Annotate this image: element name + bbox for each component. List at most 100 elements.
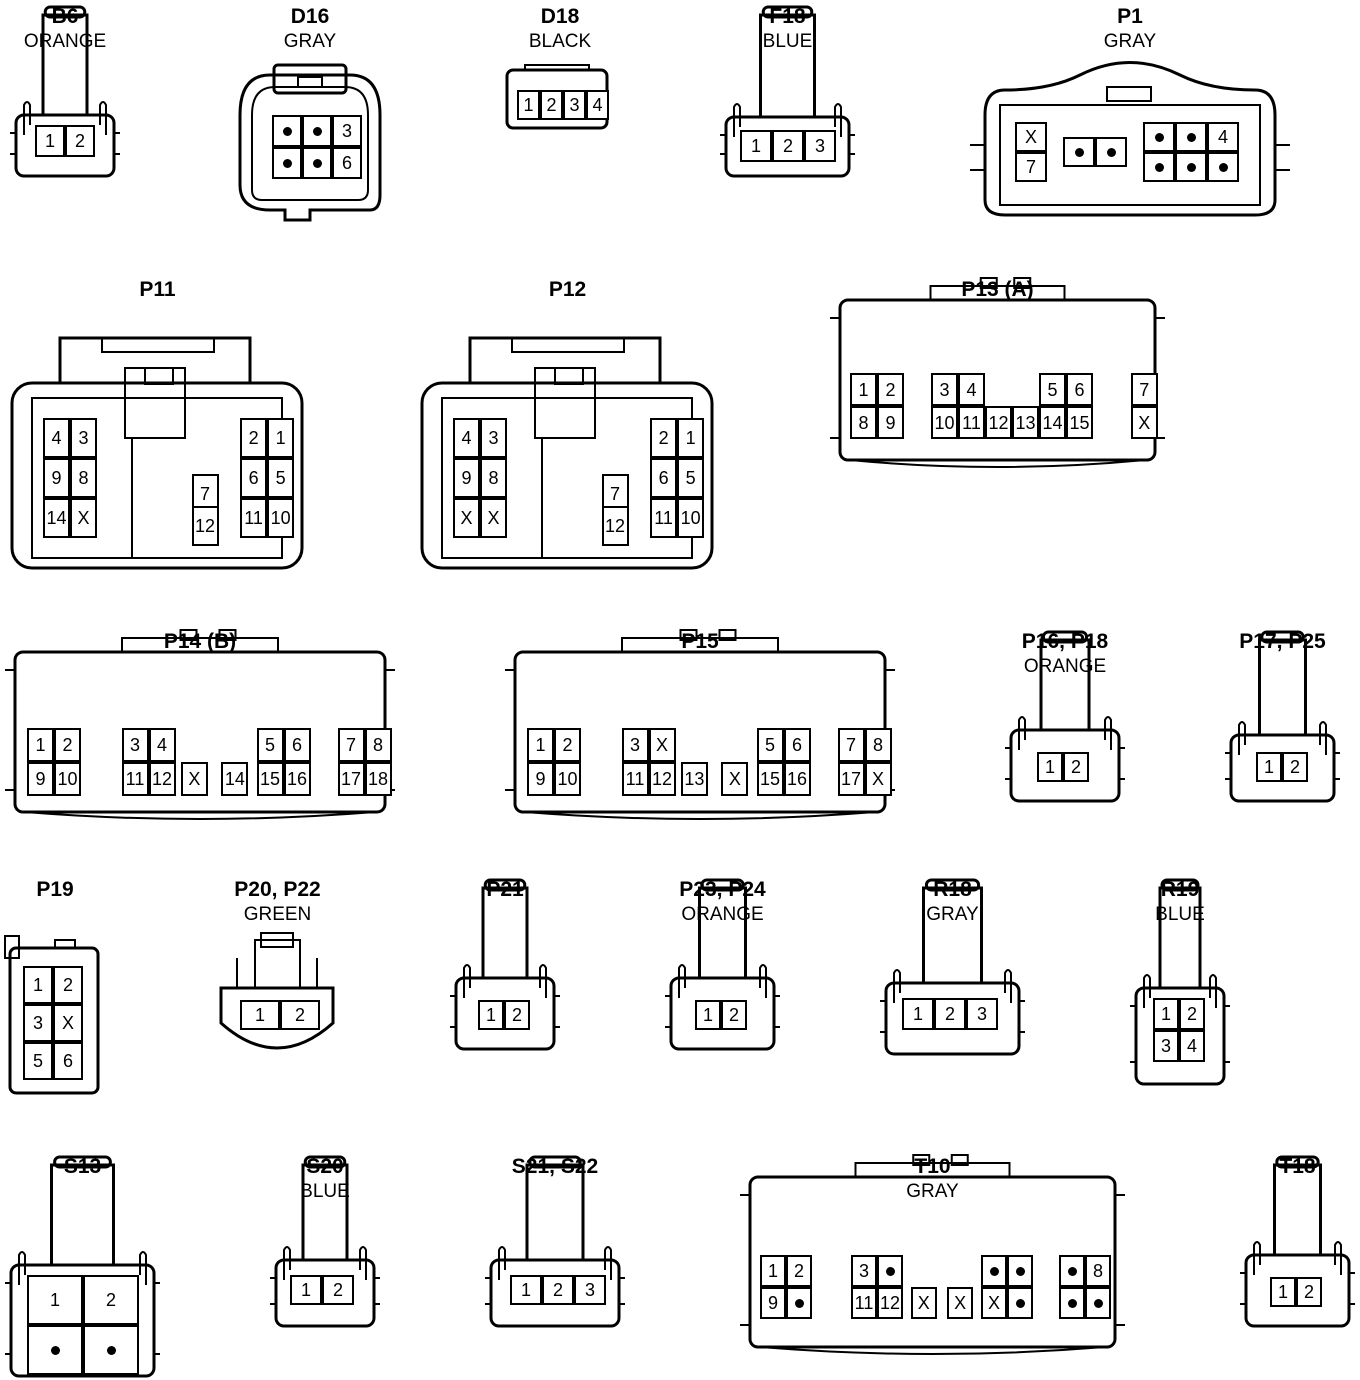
connector-name: P20, P22 — [234, 878, 321, 901]
connector-color: ORANGE — [681, 904, 764, 925]
pin-cavity: 11 — [958, 406, 985, 439]
pin-cavity: 9 — [453, 458, 480, 498]
pin-cavity: 7 — [1130, 373, 1158, 406]
connector-name: P14 (B) — [163, 630, 237, 653]
connector-color: GRAY — [906, 1181, 959, 1202]
pin-cavity: 1 — [1153, 998, 1179, 1030]
connector-color: ORANGE — [1023, 656, 1107, 677]
pin-cavity: 5 — [756, 728, 784, 762]
pin-dot-icon — [1175, 122, 1207, 152]
pin-cavity: 16 — [783, 762, 811, 796]
pin-cavity: 2 — [786, 1255, 812, 1287]
pin-dot-icon — [1007, 1255, 1033, 1287]
connector-color: BLUE — [762, 31, 813, 52]
pin-dot-icon — [272, 115, 302, 147]
connector-name: P13 (A) — [961, 278, 1034, 301]
pin-unused: X — [910, 1287, 937, 1319]
pin-cavity: 1 — [695, 1000, 721, 1030]
connector-housing — [1225, 630, 1340, 803]
connector-housing — [665, 878, 780, 1051]
pin-cavity: 9 — [877, 406, 904, 439]
connector-housing — [10, 5, 120, 178]
pin-cavity: 11 — [650, 498, 678, 538]
pin-unused: X — [453, 498, 480, 538]
pin-cavity: 16 — [283, 762, 311, 796]
pin-dot-icon — [302, 115, 332, 147]
connector-name: D18 — [540, 5, 580, 28]
pin-cavity: 15 — [756, 762, 784, 796]
pin-cavity: 1 — [23, 966, 53, 1004]
pin-cavity: 2 — [280, 1000, 320, 1030]
pin-cavity: 8 — [364, 728, 392, 762]
pin-cavity: 17 — [837, 762, 865, 796]
pin-cavity: 2 — [53, 966, 83, 1004]
pin-cavity: 1 — [902, 998, 934, 1030]
pin-dot-icon — [272, 147, 302, 179]
pin-cavity: 18 — [364, 762, 392, 796]
pin-dot-icon — [83, 1325, 139, 1375]
pin-cavity: 1 — [510, 1275, 542, 1305]
pin-cavity: 3 — [480, 418, 507, 458]
pin-cavity: 6 — [53, 1042, 83, 1080]
pin-cavity: 1 — [478, 1000, 504, 1030]
connector-housing — [5, 1155, 160, 1378]
pin-cavity: 2 — [721, 1000, 747, 1030]
pin-dot-icon — [1207, 152, 1239, 182]
connector-name: P15 — [681, 630, 719, 653]
connector-housing — [970, 61, 1290, 217]
pin-cavity: 2 — [877, 373, 904, 406]
pin-dot-icon — [1175, 152, 1207, 182]
connector-housing — [880, 878, 1025, 1056]
pin-cavity: 8 — [1085, 1255, 1111, 1287]
connector-name: P1 — [1117, 5, 1143, 28]
pin-cavity: 8 — [70, 458, 97, 498]
pin-cavity: 2 — [1282, 752, 1308, 782]
pin-cavity: 2 — [1063, 752, 1089, 782]
pin-cavity: 2 — [554, 728, 581, 762]
pin-cavity: 14 — [221, 762, 249, 796]
pin-cavity: 10 — [54, 762, 81, 796]
pin-cavity: 2 — [650, 418, 678, 458]
pin-cavity: 1 — [850, 373, 877, 406]
pin-cavity: 6 — [783, 728, 811, 762]
pin-cavity: 10 — [931, 406, 958, 439]
pin-cavity: 4 — [958, 373, 985, 406]
connector-color: GRAY — [1103, 31, 1157, 52]
pin-cavity: 12 — [877, 1287, 903, 1319]
connector-name: P11 — [139, 278, 176, 301]
pin-cavity: 10 — [677, 498, 705, 538]
pin-cavity: 1 — [517, 90, 540, 120]
pin-dot-icon — [27, 1325, 83, 1375]
pin-cavity: 1 — [740, 130, 772, 162]
pin-cavity: 2 — [540, 90, 563, 120]
pin-dot-icon — [302, 147, 332, 179]
pin-dot-icon — [1063, 137, 1095, 167]
connector-color: BLUE — [300, 1181, 350, 1202]
connector-housing — [740, 1154, 1125, 1355]
pin-cavity: 1 — [35, 125, 65, 157]
pin-cavity: 12 — [648, 762, 676, 796]
connector-name: P19 — [36, 878, 74, 901]
pin-cavity: 2 — [1179, 998, 1205, 1030]
pin-dot-icon — [786, 1287, 812, 1319]
pin-dot-icon — [1059, 1255, 1085, 1287]
pin-cavity: 13 — [680, 762, 708, 796]
pin-cavity: 1 — [1270, 1277, 1296, 1307]
pin-cavity: 5 — [267, 458, 295, 498]
pin-cavity: 2 — [934, 998, 966, 1030]
pin-cavity: 1 — [267, 418, 295, 458]
pin-dot-icon — [1095, 137, 1127, 167]
connector-housing — [270, 1155, 380, 1328]
pin-cavity: 6 — [1066, 373, 1093, 406]
pin-cavity: 11 — [851, 1287, 877, 1319]
